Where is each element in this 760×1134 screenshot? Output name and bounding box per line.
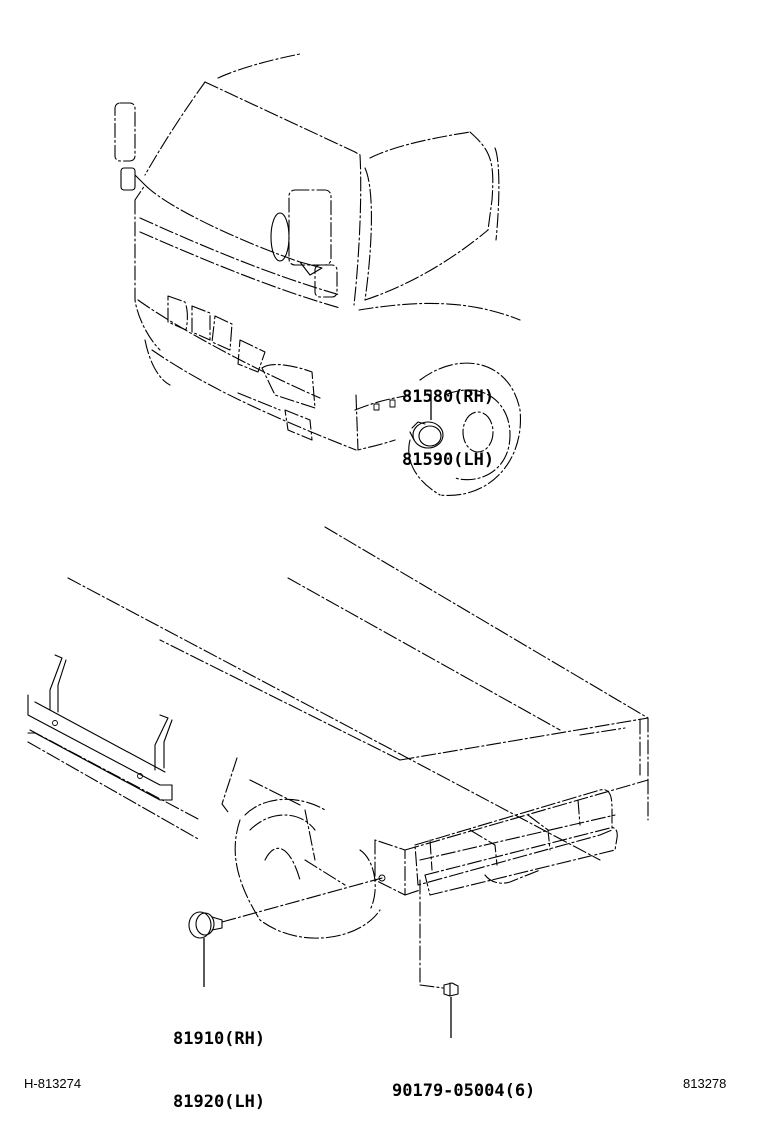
illustration-code-left: H-813274 — [24, 1076, 82, 1091]
part-number-90179-05004: 90179-05004(6) — [392, 1081, 536, 1101]
side-lamp — [188, 911, 223, 939]
part-number-81920-lh: 81920(LH) — [173, 1092, 266, 1112]
truck-cab-illustration — [114, 53, 522, 496]
part-number-81580-rh: 81580(RH) — [402, 387, 495, 407]
truck-body-illustration — [27, 526, 649, 1038]
illustration-code-right: 813278 — [683, 1076, 727, 1091]
callout-clip: 90179-05004(6) — [392, 1039, 535, 1123]
clip-nut — [443, 982, 459, 997]
callout-front-side-marker: 81580(RH) 81590(LH) — [402, 345, 494, 492]
part-number-81910-rh: 81910(RH) — [173, 1029, 266, 1049]
part-number-81590-lh: 81590(LH) — [402, 450, 495, 470]
callout-side-lamp: 81910(RH) 81920(LH) — [173, 987, 265, 1134]
front-side-marker-lamp — [409, 421, 444, 449]
